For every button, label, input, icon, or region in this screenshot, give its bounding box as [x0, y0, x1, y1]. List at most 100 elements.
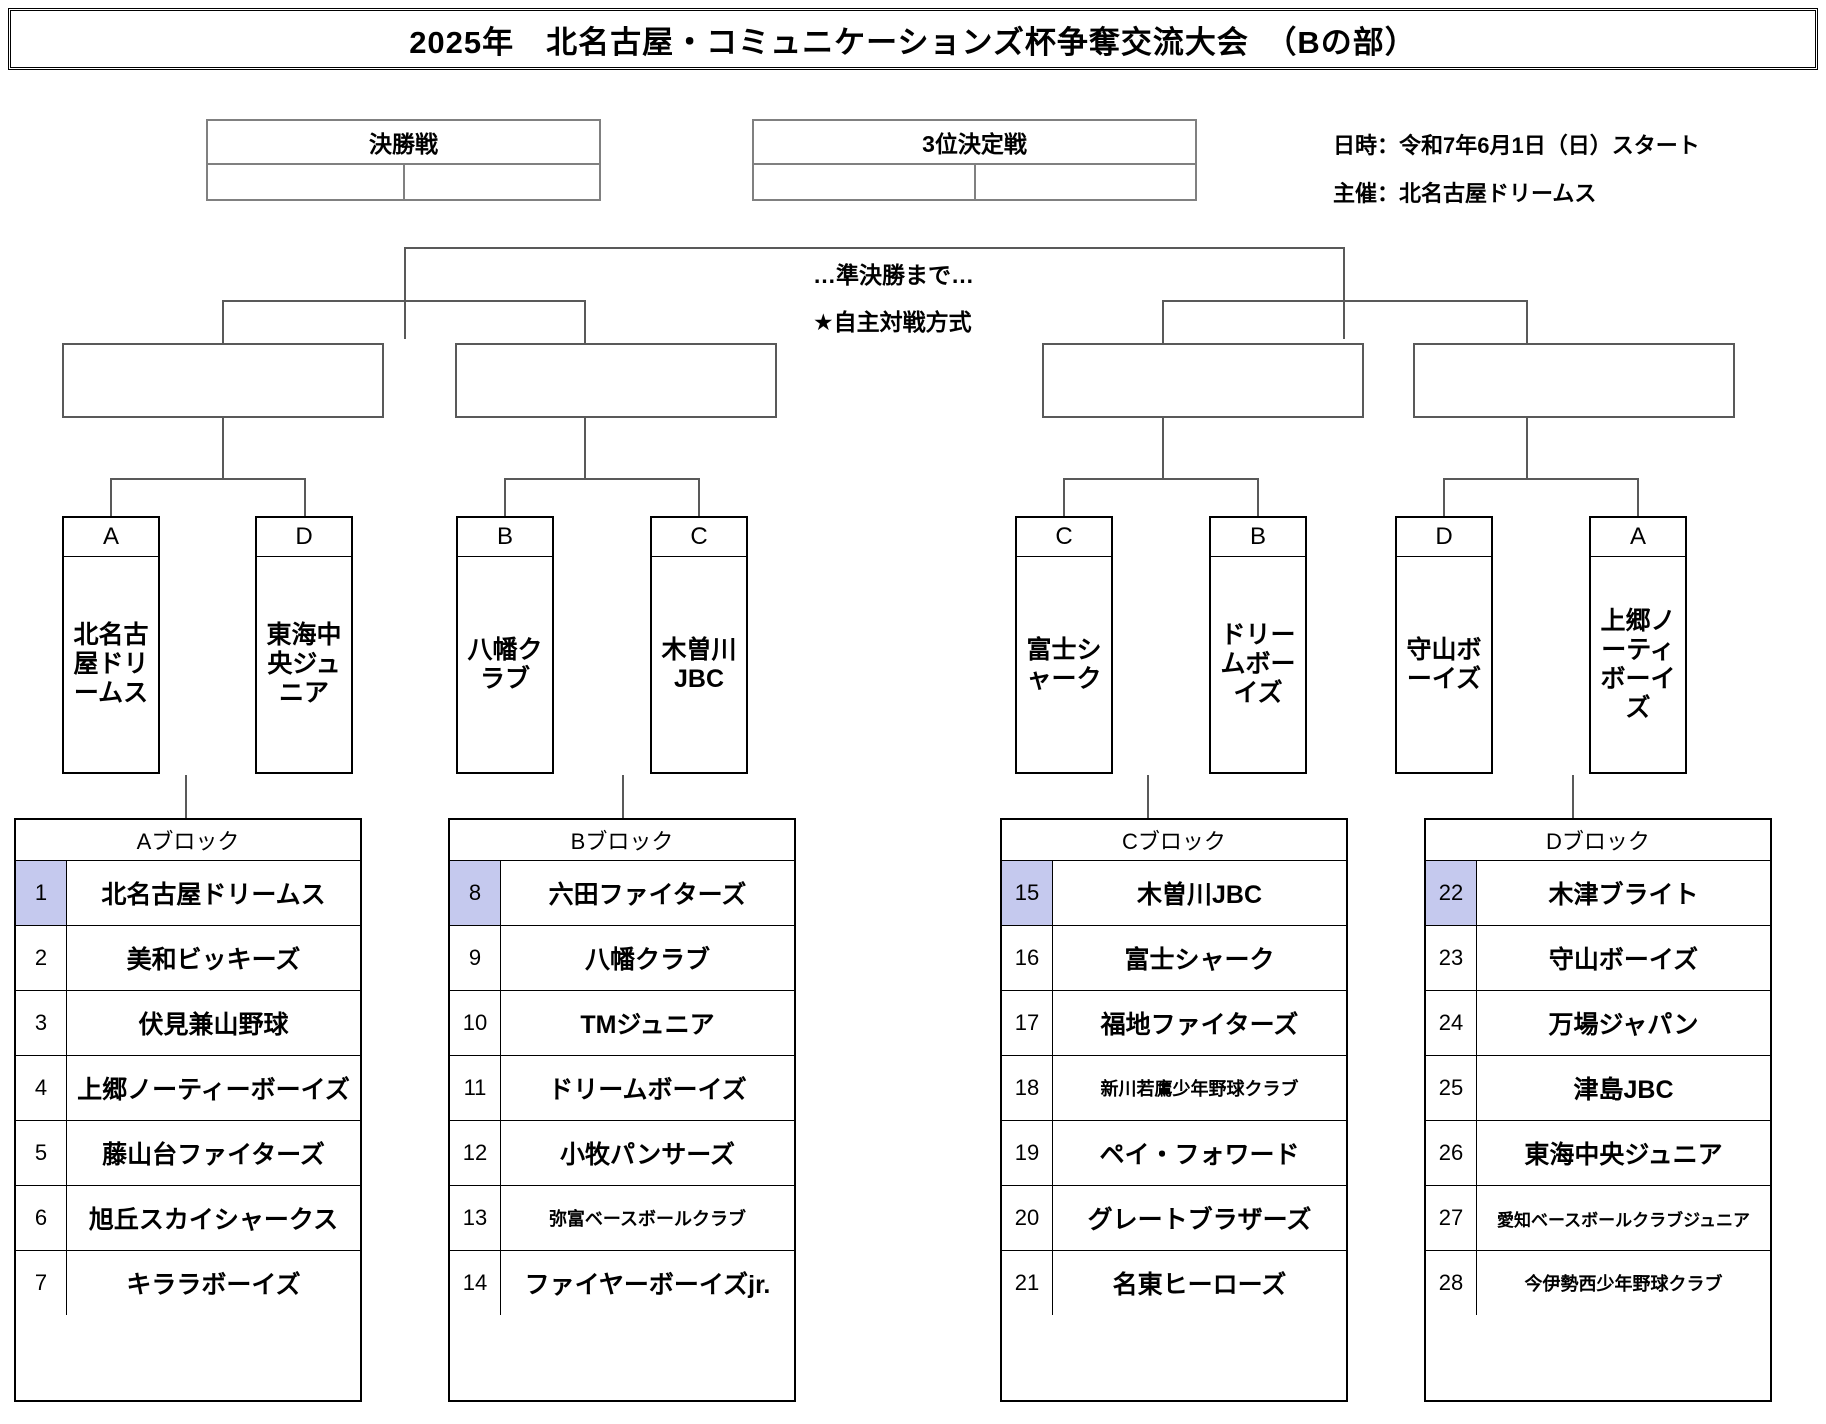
row-team-name: 旭丘スカイシャークス	[88, 1206, 339, 1234]
row-team-name: キララボーイズ	[126, 1271, 301, 1299]
team-name-cell-2: 東海中央ジュニア	[257, 557, 351, 772]
row-team-name: 小牧パンサーズ	[559, 1141, 735, 1169]
bracket-line-l2-down	[584, 300, 586, 343]
title-banner: 2025年 北名古屋・コミュニケーションズ杯争奪交流大会 （Bの部）	[8, 8, 1818, 70]
row-number: 25	[1426, 1056, 1477, 1120]
row-team-name: グレートブラザーズ	[1087, 1206, 1312, 1234]
third-place-match-label: 3位決定戦	[754, 121, 1195, 165]
team-box-3[interactable]: B 八幡クラブ	[456, 516, 554, 774]
bracket-line-left-pair-horizontal	[222, 300, 586, 302]
team-box-4[interactable]: C 木曽川JBC	[650, 516, 748, 774]
third-place-score-right[interactable]	[976, 165, 1196, 201]
row-number: 21	[1002, 1251, 1053, 1315]
row-team-name: 伏見兼山野球	[138, 1011, 289, 1039]
bracket-line-r2-down	[1526, 300, 1528, 343]
team-box-6[interactable]: B ドリームボーイズ	[1209, 516, 1307, 774]
final-match-score-right[interactable]	[405, 165, 600, 201]
semifinal-slot-1[interactable]	[62, 343, 384, 418]
team-box-7[interactable]: D 守山ボーイズ	[1395, 516, 1493, 774]
team-name-cell-5: 富士シャーク	[1017, 557, 1111, 772]
team-seed-3: B	[458, 518, 552, 557]
final-match-score-left[interactable]	[208, 165, 405, 201]
team-name-4: 木曽川JBC	[661, 635, 737, 693]
third-place-match-box: 3位決定戦	[752, 119, 1197, 201]
table-row[interactable]: 27 愛知ベースボールクラブジュニア	[1426, 1186, 1770, 1251]
row-team-name: 藤山台ファイターズ	[102, 1141, 325, 1169]
team-box-1[interactable]: A 北名古屋ドリームス	[62, 516, 160, 774]
table-row[interactable]: 2 美和ビッキーズ	[16, 926, 360, 991]
third-place-score-left[interactable]	[754, 165, 976, 201]
row-number: 19	[1002, 1121, 1053, 1185]
table-row[interactable]: 5 藤山台ファイターズ	[16, 1121, 360, 1186]
note-semifinal: …準決勝まで…	[813, 262, 974, 288]
team-box-8[interactable]: A 上郷ノーティボーイズ	[1589, 516, 1687, 774]
final-match-label: 決勝戦	[208, 121, 599, 165]
table-row[interactable]: 12 小牧パンサーズ	[450, 1121, 794, 1186]
semifinal-slot-3[interactable]	[1042, 343, 1364, 418]
bracket-line-q4-horizontal	[1443, 478, 1639, 480]
event-host-line: 主催：北名古屋ドリームス	[1333, 181, 1597, 206]
row-number: 12	[450, 1121, 501, 1185]
row-number: 27	[1426, 1186, 1477, 1250]
row-number: 5	[16, 1121, 67, 1185]
row-number: 2	[16, 926, 67, 990]
block-title-d: Dブロック	[1426, 820, 1770, 861]
bracket-line-q4b-down	[1637, 478, 1639, 524]
bracket-line-q2b-down	[698, 478, 700, 524]
final-match-box: 決勝戦	[206, 119, 601, 201]
bracket-line-q3a-down	[1063, 478, 1065, 524]
row-number: 9	[450, 926, 501, 990]
team-name-8: 上郷ノーティボーイズ	[1600, 606, 1676, 722]
bracket-line-q1-up	[222, 418, 224, 478]
semifinal-slot-4[interactable]	[1413, 343, 1735, 418]
row-number: 8	[450, 861, 501, 925]
table-row[interactable]: 22 木津ブライト	[1426, 861, 1770, 926]
row-team-name: 守山ボーイズ	[1548, 946, 1699, 974]
row-team-name: 愛知ベースボールクラブジュニア	[1497, 1210, 1750, 1230]
team-seed-5: C	[1017, 518, 1111, 557]
row-team-name: 美和ビッキーズ	[126, 946, 301, 974]
row-team-name: 富士シャーク	[1124, 946, 1275, 974]
semifinal-slot-2[interactable]	[455, 343, 777, 418]
row-team-name: ファイヤーボーイズjr.	[524, 1271, 771, 1299]
row-team-name: 木津ブライト	[1548, 881, 1699, 909]
row-number: 22	[1426, 861, 1477, 925]
bracket-line-q3-horizontal	[1063, 478, 1259, 480]
team-box-2[interactable]: D 東海中央ジュニア	[255, 516, 353, 774]
row-team-name: ドリームボーイズ	[548, 1076, 747, 1104]
team-box-5[interactable]: C 富士シャーク	[1015, 516, 1113, 774]
row-number: 4	[16, 1056, 67, 1120]
note-self-match: ★自主対戦方式	[813, 309, 972, 335]
page-title: 2025年 北名古屋・コミュニケーションズ杯争奪交流大会 （Bの部）	[409, 24, 1417, 60]
row-team-name: 六田ファイターズ	[548, 881, 747, 909]
table-row[interactable]: 8 六田ファイターズ	[450, 861, 794, 926]
team-name-1: 北名古屋ドリームス	[73, 621, 149, 707]
team-name-6: ドリームボーイズ	[1220, 621, 1296, 707]
bracket-line-right-pair-horizontal	[1162, 300, 1526, 302]
bracket-line-q4-up	[1526, 418, 1528, 478]
bracket-line-q2-horizontal	[504, 478, 700, 480]
